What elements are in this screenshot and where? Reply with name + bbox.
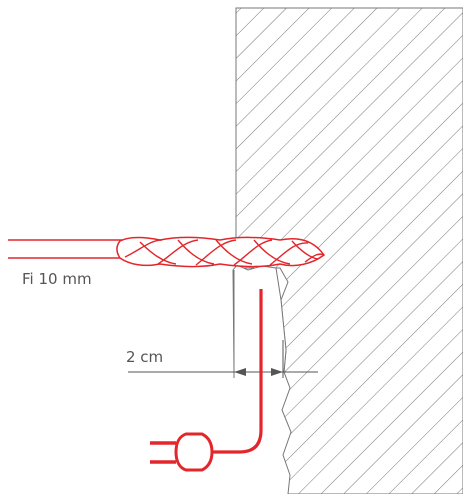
drill-diameter-label: Fi 10 mm	[22, 270, 92, 288]
distance-label: 2 cm	[126, 348, 164, 366]
electric-plug-icon	[150, 432, 214, 472]
drill-bit-icon	[8, 236, 326, 268]
electric-cable	[212, 289, 263, 454]
distance-dimension	[128, 340, 318, 378]
